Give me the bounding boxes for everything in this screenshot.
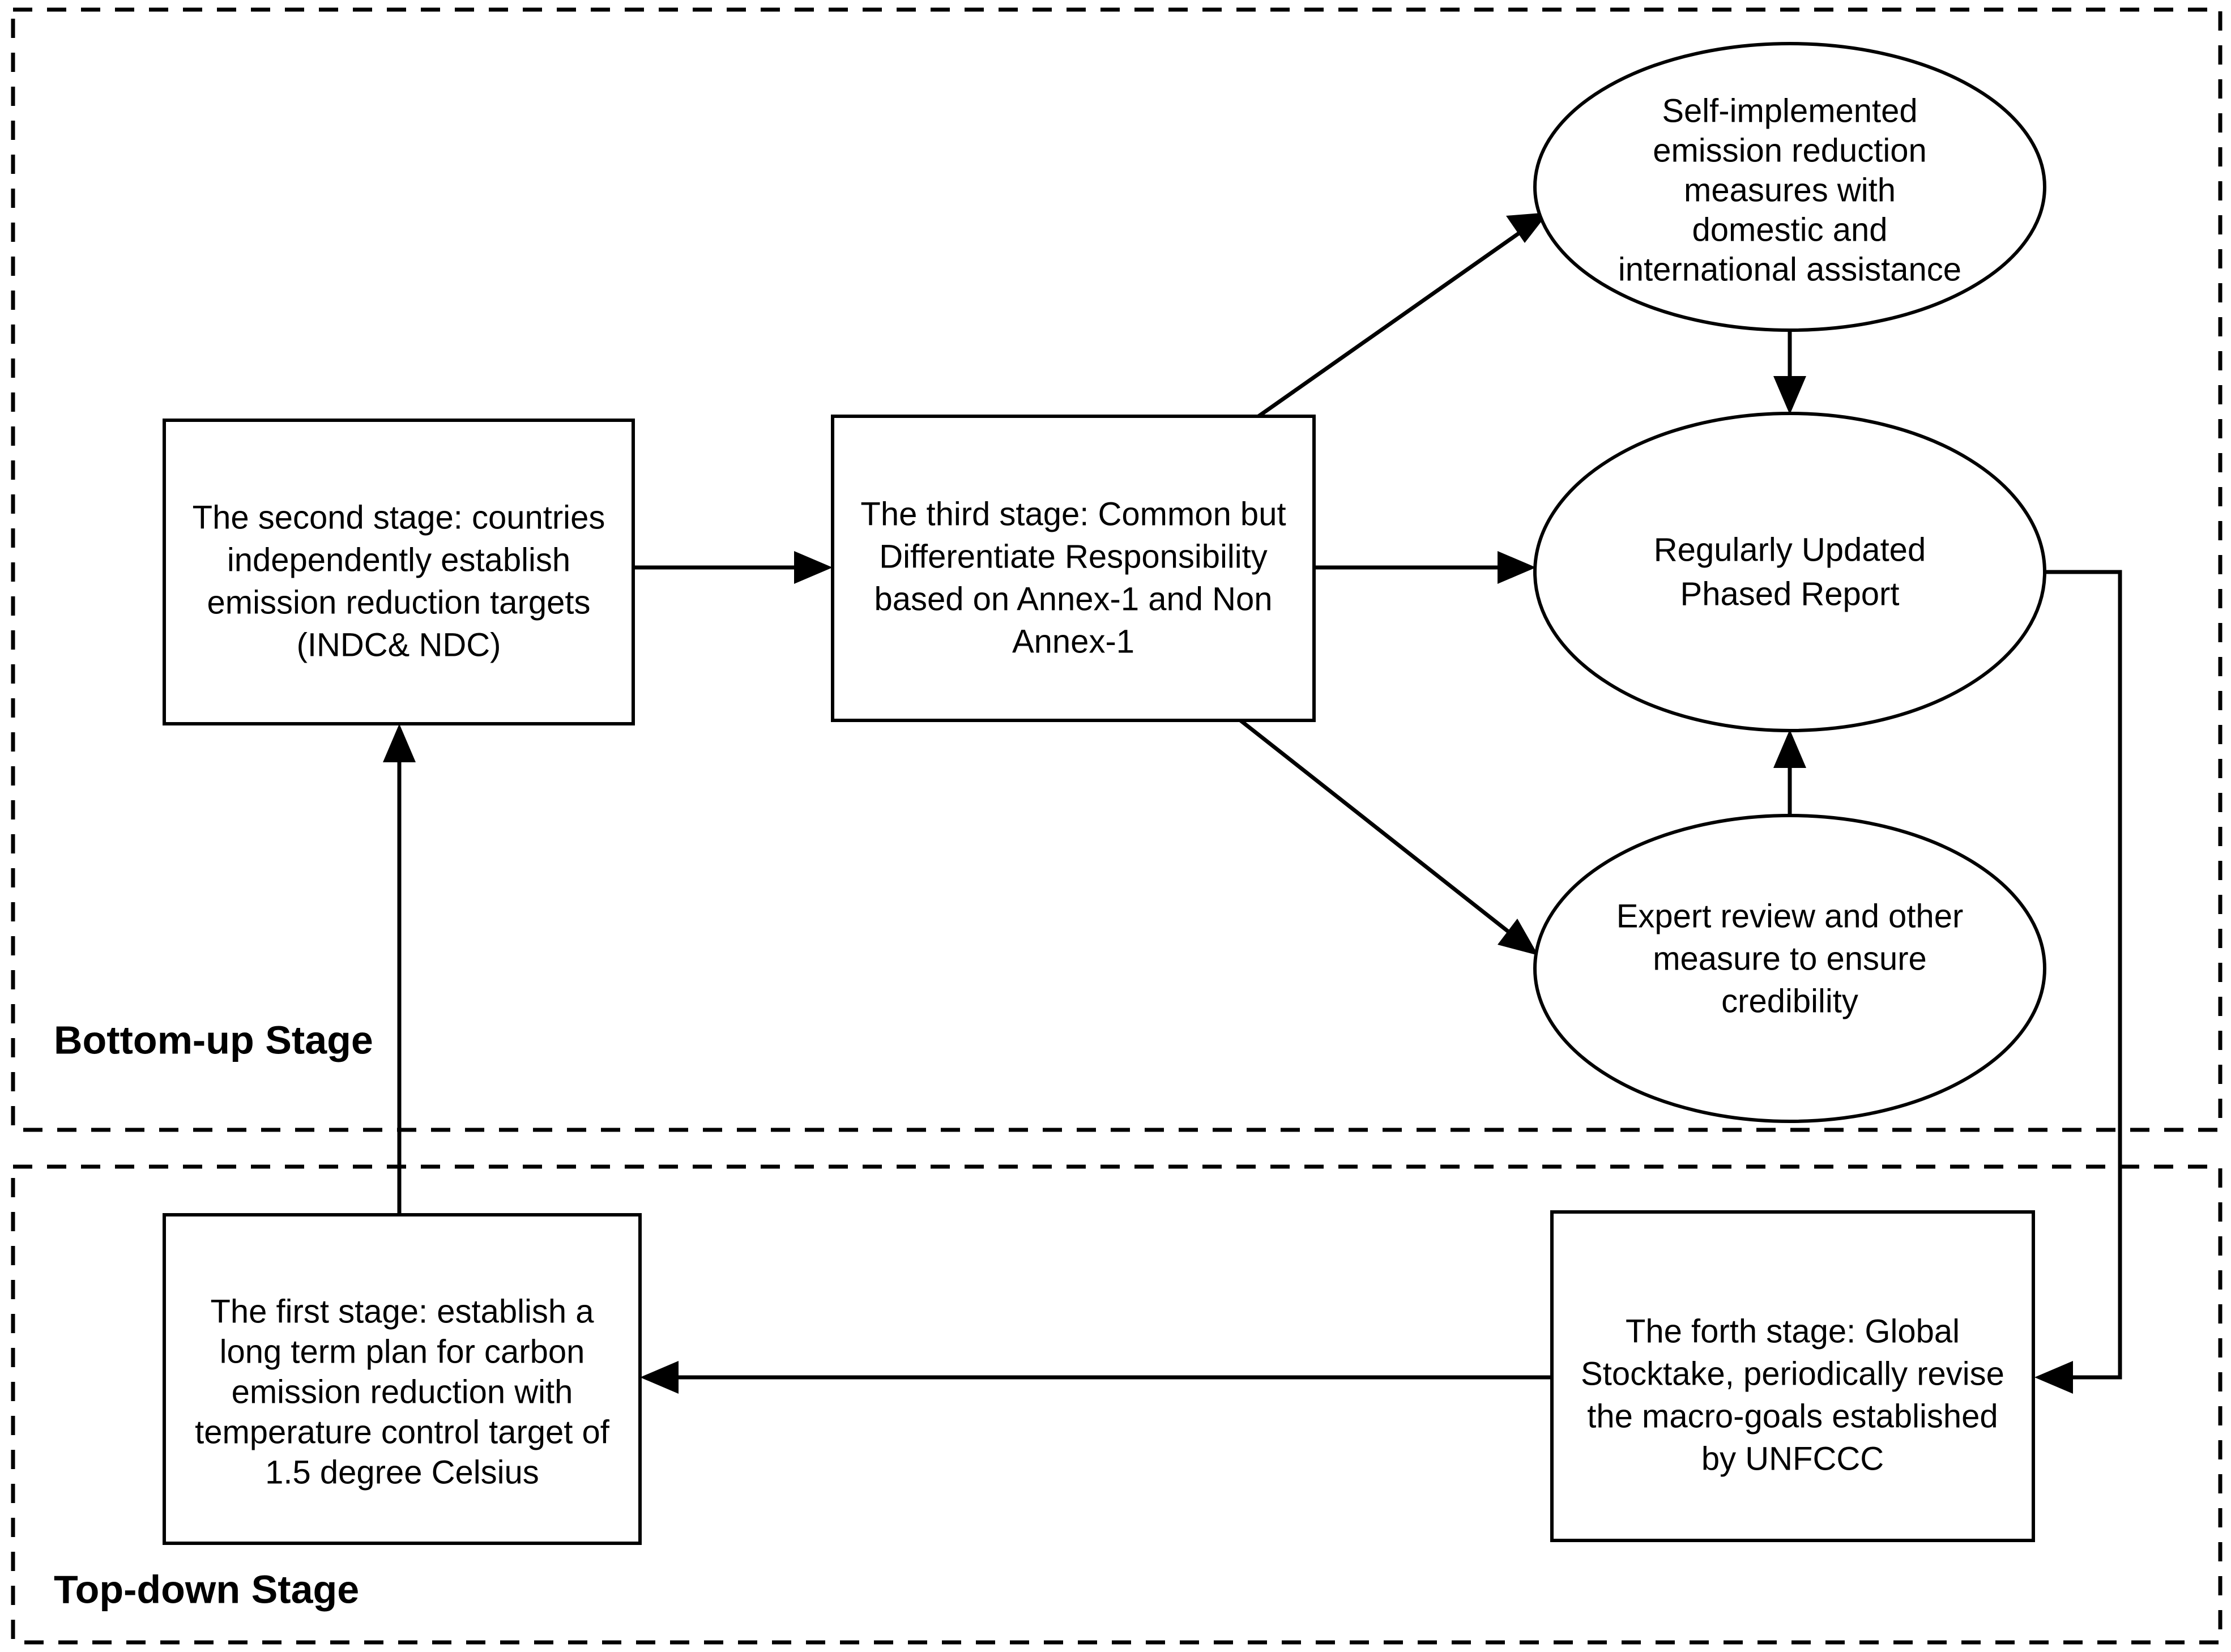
- stage3-box[interactable]: [831, 415, 1316, 722]
- arrowhead-down-icon: [1773, 376, 1806, 415]
- self-measures-line-2: emission reduction: [1653, 132, 1927, 169]
- stage4-box[interactable]: [1550, 1210, 2035, 1542]
- expert-review-line-2: measure to ensure: [1653, 940, 1927, 977]
- stage4-line-1: The forth stage: Global: [1626, 1313, 1960, 1350]
- arrowhead-left-icon: [2034, 1361, 2073, 1394]
- arrowhead-up-right-icon: [1506, 212, 1549, 243]
- phased-report-line-1: Regularly Updated: [1654, 531, 1926, 568]
- edge-self-measures-to-report: [1773, 330, 1806, 415]
- stage3-line-4: Annex-1: [1012, 623, 1134, 660]
- stage3-line-1: The third stage: Common but: [860, 496, 1286, 532]
- phased-report-line-2: Phased Report: [1680, 575, 1900, 612]
- edge-stage3-to-self-measures: [1257, 212, 1549, 418]
- stage2-line-4: (INDC& NDC): [297, 626, 501, 663]
- expert-review-line-3: credibility: [1721, 983, 1858, 1019]
- group-top-down-stage: [11, 1164, 2223, 1645]
- stage4-line-3: the macro-goals established: [1587, 1398, 1998, 1435]
- node-stage4[interactable]: The forth stage: Global Stocktake, perio…: [1550, 1210, 2035, 1542]
- edge-stage4-to-stage1: [640, 1361, 1552, 1394]
- edge-stage1-to-stage2: [383, 724, 416, 1215]
- node-self-implemented-measures[interactable]: Self-implemented emission reduction meas…: [1533, 42, 2046, 332]
- node-stage3[interactable]: The third stage: Common but Differentiat…: [831, 415, 1316, 722]
- node-stage2[interactable]: The second stage: countries independentl…: [163, 419, 635, 725]
- arrowhead-up-icon: [1773, 729, 1806, 768]
- self-measures-line-1: Self-implemented: [1662, 92, 1917, 129]
- edge-stage3-to-expert-review: [1239, 719, 1538, 955]
- arrowhead-up-icon: [383, 724, 416, 762]
- stage1-line-5: 1.5 degree Celsius: [265, 1454, 539, 1491]
- group-label-top-down: Top-down Stage: [54, 1567, 359, 1611]
- node-phased-report[interactable]: Regularly Updated Phased Report: [1533, 412, 2046, 732]
- node-stage1[interactable]: The first stage: establish a long term p…: [163, 1213, 642, 1545]
- stage1-line-1: The first stage: establish a: [211, 1293, 595, 1330]
- stage1-box[interactable]: [163, 1213, 642, 1545]
- node-expert-review[interactable]: Expert review and other measure to ensur…: [1533, 814, 2046, 1123]
- phased-report-ellipse[interactable]: [1533, 412, 2046, 732]
- stage2-line-1: The second stage: countries: [193, 499, 605, 536]
- edge-stage3-to-report: [1314, 551, 1536, 584]
- edge-report-to-stage4: [2034, 570, 2122, 1394]
- arrowhead-right-icon: [794, 551, 833, 584]
- stage3-line-3: based on Annex-1 and Non: [875, 580, 1273, 617]
- group-bottom-up-stage: [11, 7, 2223, 1132]
- self-measures-line-3: measures with: [1684, 172, 1896, 208]
- self-measures-line-4: domestic and: [1692, 211, 1888, 248]
- stage1-line-2: long term plan for carbon: [220, 1333, 585, 1370]
- arrowhead-down-right-icon: [1498, 919, 1538, 955]
- edge-expert-review-to-report: [1773, 729, 1806, 817]
- group-label-bottom-up: Bottom-up Stage: [54, 1018, 373, 1062]
- stage2-line-3: emission reduction targets: [207, 584, 591, 621]
- stage4-line-4: by UNFCCC: [1701, 1440, 1884, 1477]
- edge-stage2-to-stage3: [633, 551, 833, 584]
- self-measures-line-5: international assistance: [1618, 251, 1961, 288]
- expert-review-line-1: Expert review and other: [1616, 898, 1964, 934]
- stage2-line-2: independently establish: [227, 541, 570, 578]
- stage4-line-2: Stocktake, periodically revise: [1581, 1355, 2004, 1392]
- arrowhead-right-icon: [1498, 551, 1536, 584]
- expert-review-ellipse[interactable]: [1533, 814, 2046, 1123]
- stage1-line-4: temperature control target of: [195, 1414, 610, 1450]
- arrowhead-left-icon: [640, 1361, 679, 1394]
- self-measures-ellipse[interactable]: [1533, 42, 2046, 332]
- stage3-line-2: Differentiate Responsibility: [879, 538, 1268, 575]
- stage1-line-3: emission reduction with: [232, 1373, 573, 1410]
- stage2-box[interactable]: [163, 419, 635, 725]
